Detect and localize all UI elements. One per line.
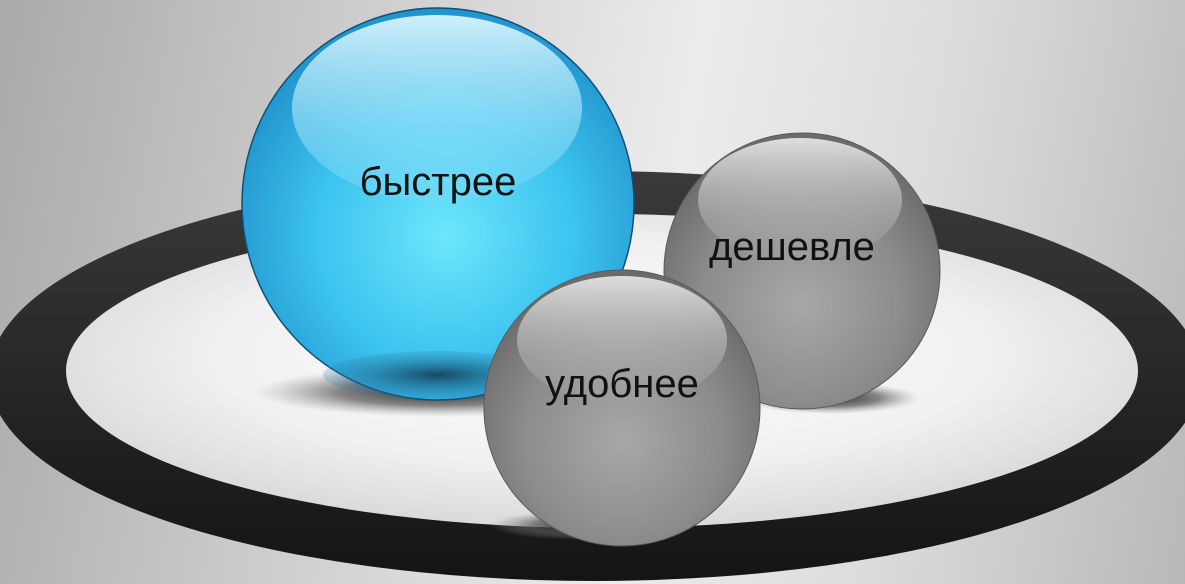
sphere-fast-label: быстрее — [360, 160, 517, 204]
sphere-cheap-label: дешевле — [709, 225, 875, 269]
sphere-convenient-label: удобнее — [545, 362, 699, 406]
sphere-cheap-highlight — [698, 138, 902, 262]
sphere-convenient: удобнее — [483, 269, 761, 547]
sphere-fast-highlight — [292, 15, 582, 201]
sphere-convenient-highlight — [517, 276, 727, 404]
